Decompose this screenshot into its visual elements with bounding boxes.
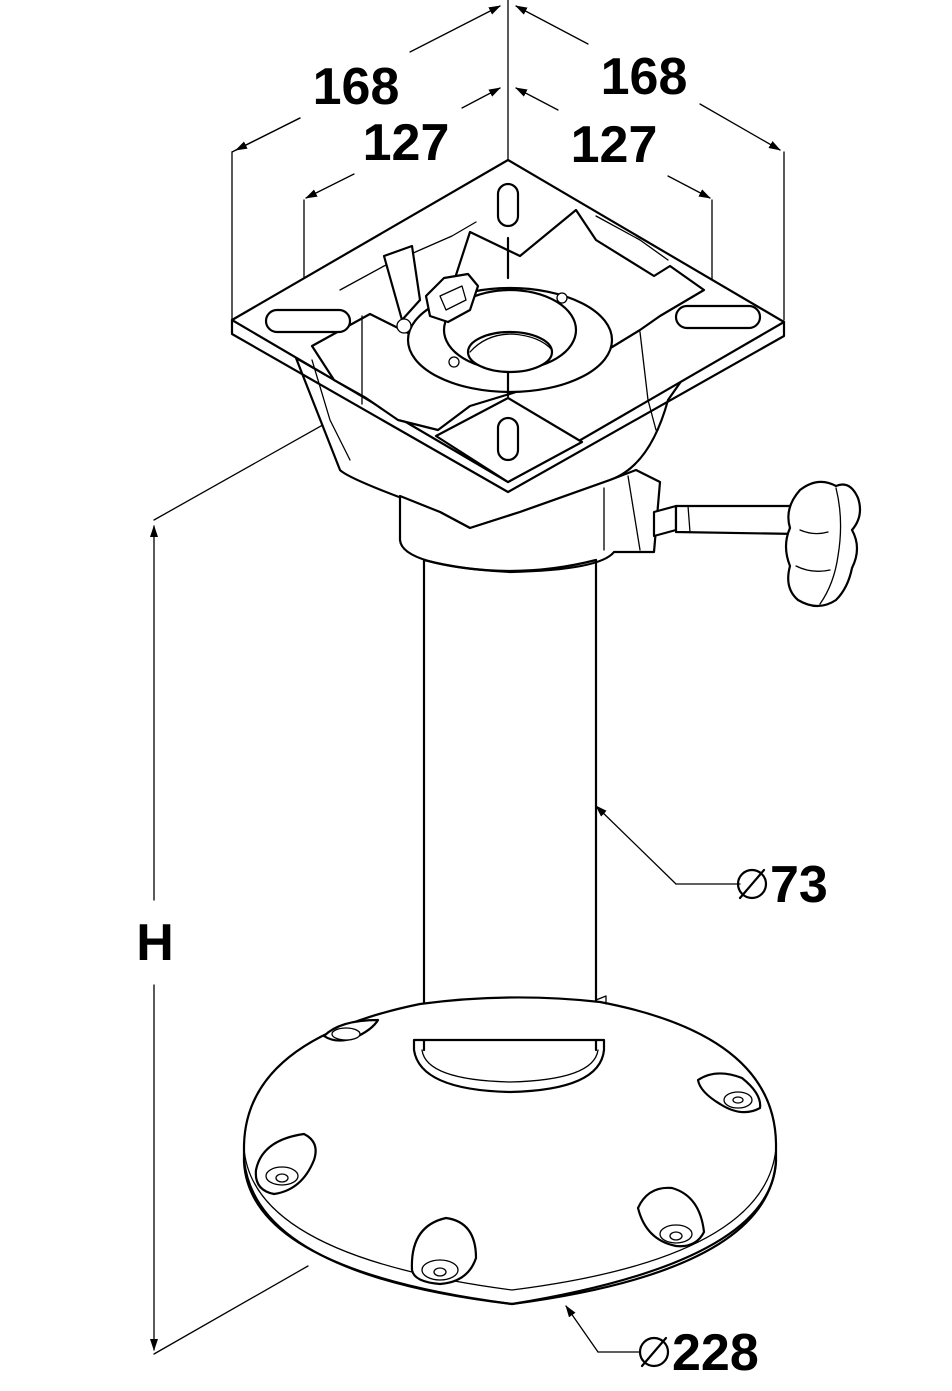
base-plate [242,995,778,1306]
locking-knob [652,480,862,608]
top-dimension-lines [231,0,785,321]
dim-168-right: 168 [601,48,688,106]
mount-hole-front-left [410,1216,478,1286]
tube-diameter-leader [595,805,741,885]
dim-168-left: 168 [313,58,400,116]
mount-hole-left [254,1132,317,1196]
dim-base-diameter: 228 [672,1324,759,1382]
dim-127-left: 127 [363,114,450,172]
mount-hole-back-left [322,1018,380,1042]
mount-hole-front-right [636,1186,706,1248]
base-diameter-leader [565,1305,641,1353]
dim-127-right: 127 [571,116,658,174]
swivel-housing [398,468,662,574]
column-tube [422,558,598,1042]
diameter-symbol-icon [736,868,768,900]
diameter-symbol-icon [638,1336,670,1368]
dim-tube-diameter: 73 [770,856,828,914]
mount-hole-right [696,1072,762,1114]
dim-height: H [136,914,174,972]
seat-bracket [230,158,786,530]
